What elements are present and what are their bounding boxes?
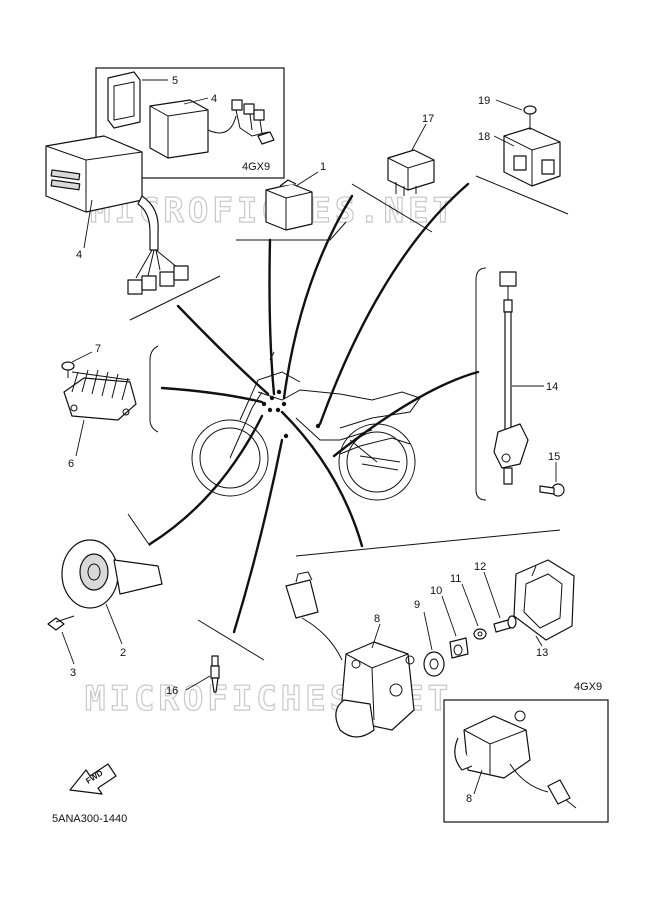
part-2-horn — [61, 513, 163, 609]
callout-14: 14 — [546, 381, 558, 393]
part-13-cover — [513, 559, 575, 641]
callout-8-main: 8 — [374, 613, 380, 625]
callout-13: 13 — [536, 647, 548, 659]
part-9-boot — [423, 651, 445, 677]
callout-17: 17 — [422, 113, 434, 125]
part-8-starter-variant — [454, 710, 577, 809]
callout-1: 1 — [320, 161, 326, 173]
part-7-bolt — [61, 361, 75, 378]
callout-7: 7 — [95, 343, 101, 355]
callout-3: 3 — [70, 667, 76, 679]
variant-label-bottom: 4GX9 — [574, 681, 602, 693]
callout-4-main: 4 — [76, 249, 82, 261]
part-5-fuse-cover — [107, 71, 141, 129]
motorcycle-outline — [191, 351, 421, 501]
part-3-bolt — [47, 615, 75, 631]
callout-15: 15 — [548, 451, 560, 463]
part-4-cdi-unit — [45, 135, 221, 321]
part-12-screw — [493, 615, 517, 633]
variant-box-bottom: 4GX9 8 — [443, 681, 609, 823]
part-1-relay — [236, 179, 347, 241]
callout-6: 6 — [68, 458, 74, 470]
part-6-rectifier-regulator — [63, 345, 159, 433]
part-17-flasher-relay — [351, 149, 435, 233]
callout-18: 18 — [478, 131, 490, 143]
callout-16: 16 — [166, 685, 178, 697]
fwd-arrow-icon: FWD — [69, 763, 117, 795]
part-10-sleeve — [449, 637, 469, 659]
part-15-bolt — [539, 483, 565, 497]
part-location-dots — [261, 389, 321, 439]
callout-12: 12 — [474, 561, 486, 573]
callout-4-top: 4 — [211, 93, 217, 105]
part-14-stop-switch — [475, 267, 529, 501]
variant-label-top: 4GX9 — [242, 161, 270, 173]
part-8-starter-motor — [285, 571, 415, 738]
variant-box-top: 4GX9 5 4 — [95, 67, 285, 179]
diagram-code: 5ANA300-1440 — [52, 813, 127, 825]
callout-10: 10 — [430, 585, 442, 597]
callout-2: 2 — [120, 647, 126, 659]
part-16-thermo-sender — [197, 619, 265, 693]
connector-lines — [148, 182, 480, 634]
callout-8-variant: 8 — [466, 793, 472, 805]
part-19-screw — [523, 105, 537, 130]
part-4-cdi-small — [149, 99, 275, 159]
callout-9: 9 — [414, 599, 420, 611]
part-11-washer — [473, 628, 487, 640]
callout-19: 19 — [478, 95, 490, 107]
callout-5: 5 — [172, 75, 178, 87]
starter-group-frame — [295, 529, 561, 557]
callout-11: 11 — [450, 573, 461, 585]
